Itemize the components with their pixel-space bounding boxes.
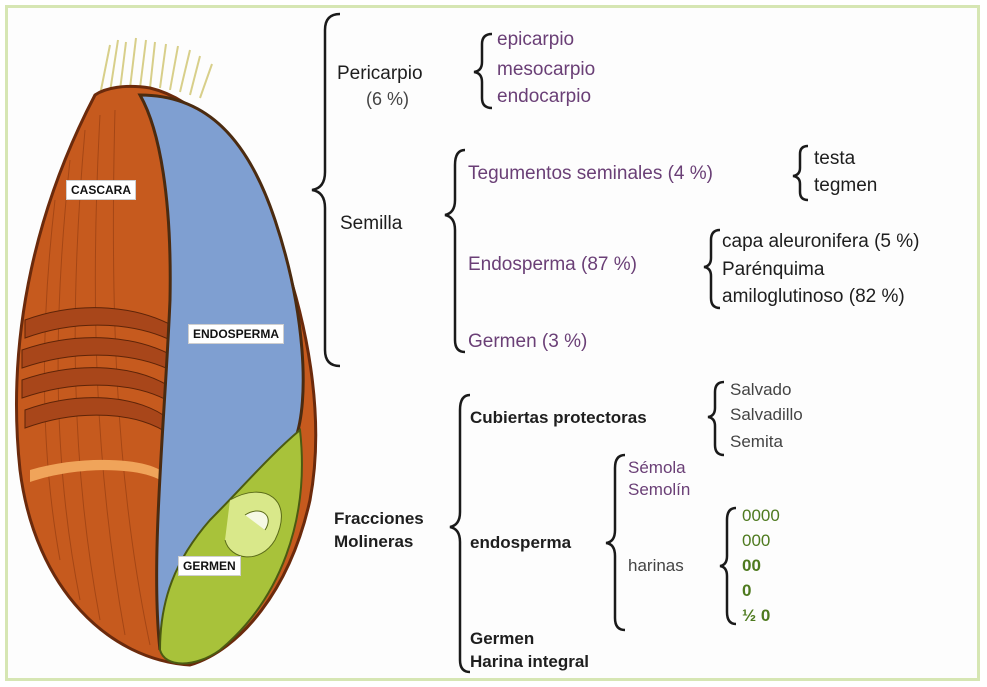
harina-grade: 000 [742,532,770,551]
cubiertas-item: Salvadillo [730,406,803,425]
semola-item: Sémola [628,459,686,478]
pericarpio-pct: (6 %) [366,90,409,110]
harina-grade: ½ 0 [742,607,770,626]
fracciones-title-line1: Fracciones [334,510,424,529]
brace-pericarpio [474,34,492,108]
pericarpio-title: Pericarpio [337,64,423,85]
brace-harinas [720,508,736,624]
tegumentos-item: testa [814,149,855,170]
cubiertas-item: Salvado [730,381,791,400]
brace-endosperma [704,230,720,308]
harina-grade: 0 [742,582,751,601]
fracciones-endosperma: endosperma [470,534,571,553]
cubiertas-protectoras: Cubiertas protectoras [470,409,647,428]
endosperma-item: Parénquima [722,260,824,281]
endosperma-item: amiloglutinoso (82 %) [722,287,905,308]
semilla-title: Semilla [340,214,402,235]
fracciones-title-line2: Molineras [334,533,413,552]
brace-cubiertas [708,382,724,455]
pericarpio-item: mesocarpio [497,60,595,81]
harina-grade: 0000 [742,507,780,526]
semilla-germen: Germen (3 %) [468,332,587,353]
pericarpio-item: endocarpio [497,87,591,108]
semilla-endosperma: Endosperma (87 %) [468,255,637,276]
brace-fracciones [450,395,470,672]
brace-tegumentos [793,146,808,200]
brace-endosperma-fracciones [606,455,625,630]
semola-item: Semolín [628,481,690,500]
brace-grain-structure [312,14,340,366]
cubiertas-item: Semita [730,433,783,452]
tegumentos-item: tegmen [814,176,877,197]
harina-grade: 00 [742,557,761,576]
endosperma-item: capa aleuronifera (5 %) [722,232,920,253]
harinas-label: harinas [628,557,684,576]
brace-semilla [445,150,465,352]
fracciones-harina-integral: Harina integral [470,653,589,672]
pericarpio-item: epicarpio [497,30,574,51]
fracciones-germen: Germen [470,630,534,649]
semilla-tegumentos: Tegumentos seminales (4 %) [468,164,713,185]
